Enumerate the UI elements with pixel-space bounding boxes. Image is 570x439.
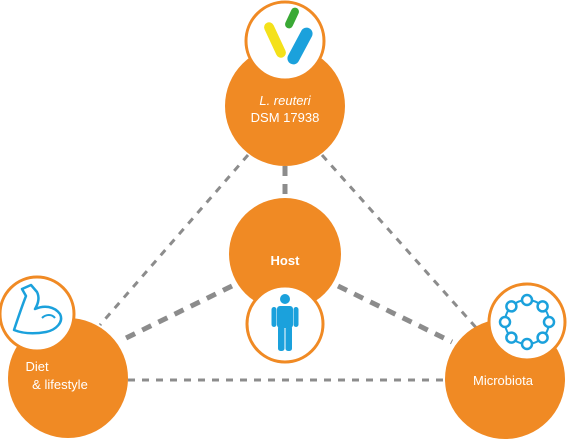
node-host-circle <box>229 198 341 310</box>
node-diet-line2: & lifestyle <box>32 377 88 392</box>
connector-host-diet <box>120 283 234 343</box>
node-probiotic: L. reuteri DSM 17938 <box>225 0 345 166</box>
node-host: Host <box>229 198 341 364</box>
node-host-label: Host <box>271 253 301 268</box>
connector-probiotic-microbiota <box>320 154 482 333</box>
bacteria-icon <box>244 0 326 82</box>
connector-lines <box>98 154 482 382</box>
node-microbiota-label: Microbiota <box>473 373 534 388</box>
node-probiotic-name: L. reuteri <box>259 93 311 108</box>
human-figure-icon <box>245 284 325 364</box>
flexed-arm-icon <box>0 275 76 353</box>
node-probiotic-strain: DSM 17938 <box>251 110 320 125</box>
node-microbiota: Microbiota <box>445 282 567 439</box>
microbe-ring-icon <box>487 282 567 362</box>
node-diet-line1: Diet <box>25 359 49 374</box>
node-diet: Diet & lifestyle <box>0 275 128 438</box>
node-probiotic-circle <box>225 46 345 166</box>
connector-host-microbiota <box>336 283 454 345</box>
connector-probiotic-diet <box>98 154 250 326</box>
